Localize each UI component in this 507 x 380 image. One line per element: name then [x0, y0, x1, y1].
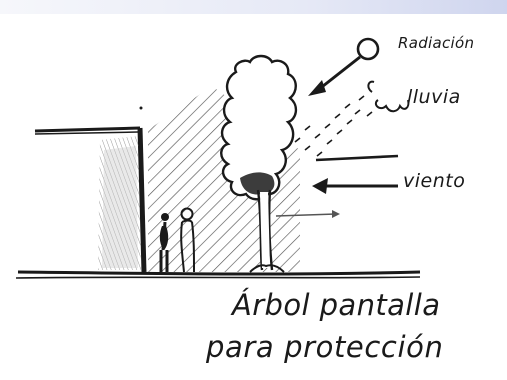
tree-trunk: [256, 189, 274, 271]
wall-shadow-tone: [102, 146, 138, 268]
building-roof-2: [34, 131, 139, 135]
wall-shadow: [98, 136, 141, 270]
person-2: [180, 207, 195, 273]
rain-label: lluvia: [407, 86, 461, 108]
crown-shade: [240, 172, 275, 195]
tree-crown: [220, 54, 298, 201]
radiation-label: Radiación: [398, 34, 475, 52]
trunk-fill: [260, 192, 270, 268]
building-roof: [34, 126, 141, 133]
sun-icon: [356, 37, 380, 61]
roof-point: [139, 106, 143, 110]
radiation-arrow: [317, 55, 361, 92]
airflow-arrow: [275, 213, 337, 217]
wind-arrow-head: [312, 178, 328, 194]
caption-line-1: Árbol pantalla: [232, 288, 441, 322]
airflow-arrow-head: [332, 210, 340, 218]
rain-cloud-icon: [367, 80, 410, 113]
wind-arrow-top: [315, 154, 399, 162]
building-wall: [137, 127, 147, 273]
ground-line-under: [15, 276, 421, 279]
person-1: [159, 213, 169, 272]
radiation-arrow-head: [308, 80, 326, 96]
rain-dashes: [294, 95, 373, 157]
wind-label: viento: [403, 170, 466, 192]
tree-roots: [249, 264, 285, 273]
top-band: [0, 0, 507, 14]
ground-line: [17, 270, 421, 276]
caption-line-2: para protección: [206, 330, 444, 364]
